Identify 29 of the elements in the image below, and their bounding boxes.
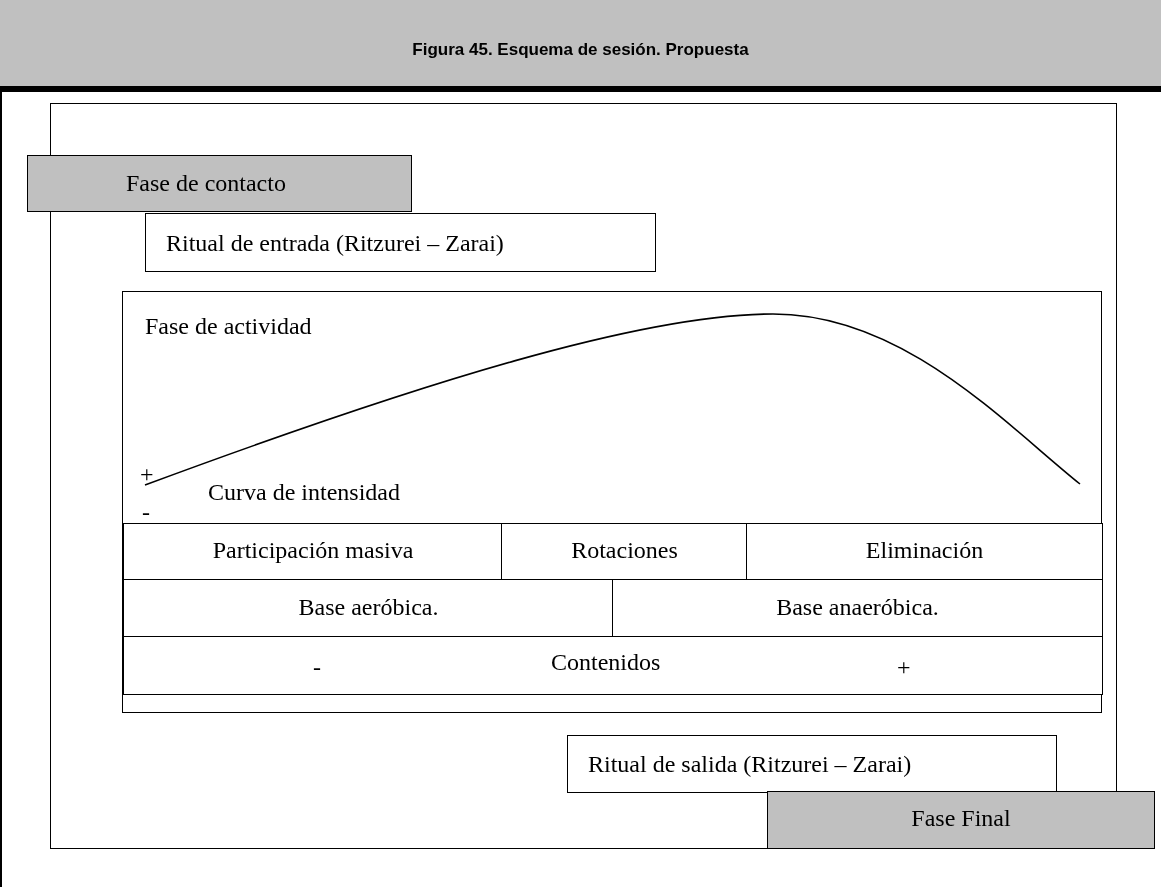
diagram-title: Figura 45. Esquema de sesión. Propuesta — [411, 40, 750, 60]
process-box — [501, 523, 748, 581]
box-label: Base aeróbica. — [297, 594, 440, 619]
box-label: Contenidos — [551, 650, 661, 674]
sign-label: + — [140, 462, 154, 486]
process-box — [746, 523, 1103, 581]
process-box — [123, 523, 503, 581]
box-label: Eliminación — [864, 538, 985, 562]
process-box — [122, 291, 1102, 713]
box-label: Fase de actividad — [145, 314, 312, 338]
box-label: Participación masiva — [211, 538, 415, 562]
box-label: + — [897, 655, 911, 679]
process-box — [567, 735, 1057, 793]
box-label: - — [313, 655, 321, 679]
curve-label: Curva de intensidad — [208, 480, 400, 504]
box-label: Fase de contacto — [126, 171, 286, 195]
box-label: Ritual de entrada (Ritzurei – Zarai) — [166, 231, 504, 255]
process-box — [123, 636, 1103, 695]
box-label: Ritual de salida (Ritzurei – Zarai) — [588, 752, 912, 776]
box-label: Base anaeróbica. — [775, 594, 940, 619]
box-label: Rotaciones — [570, 538, 679, 562]
phase-box — [27, 155, 412, 212]
process-box — [145, 213, 656, 272]
box-label: Fase Final — [910, 806, 1012, 830]
phase-box — [767, 791, 1155, 849]
frame-box — [50, 103, 1117, 849]
process-box — [612, 579, 1103, 638]
process-box — [123, 579, 614, 638]
sign-label: - — [142, 500, 150, 524]
